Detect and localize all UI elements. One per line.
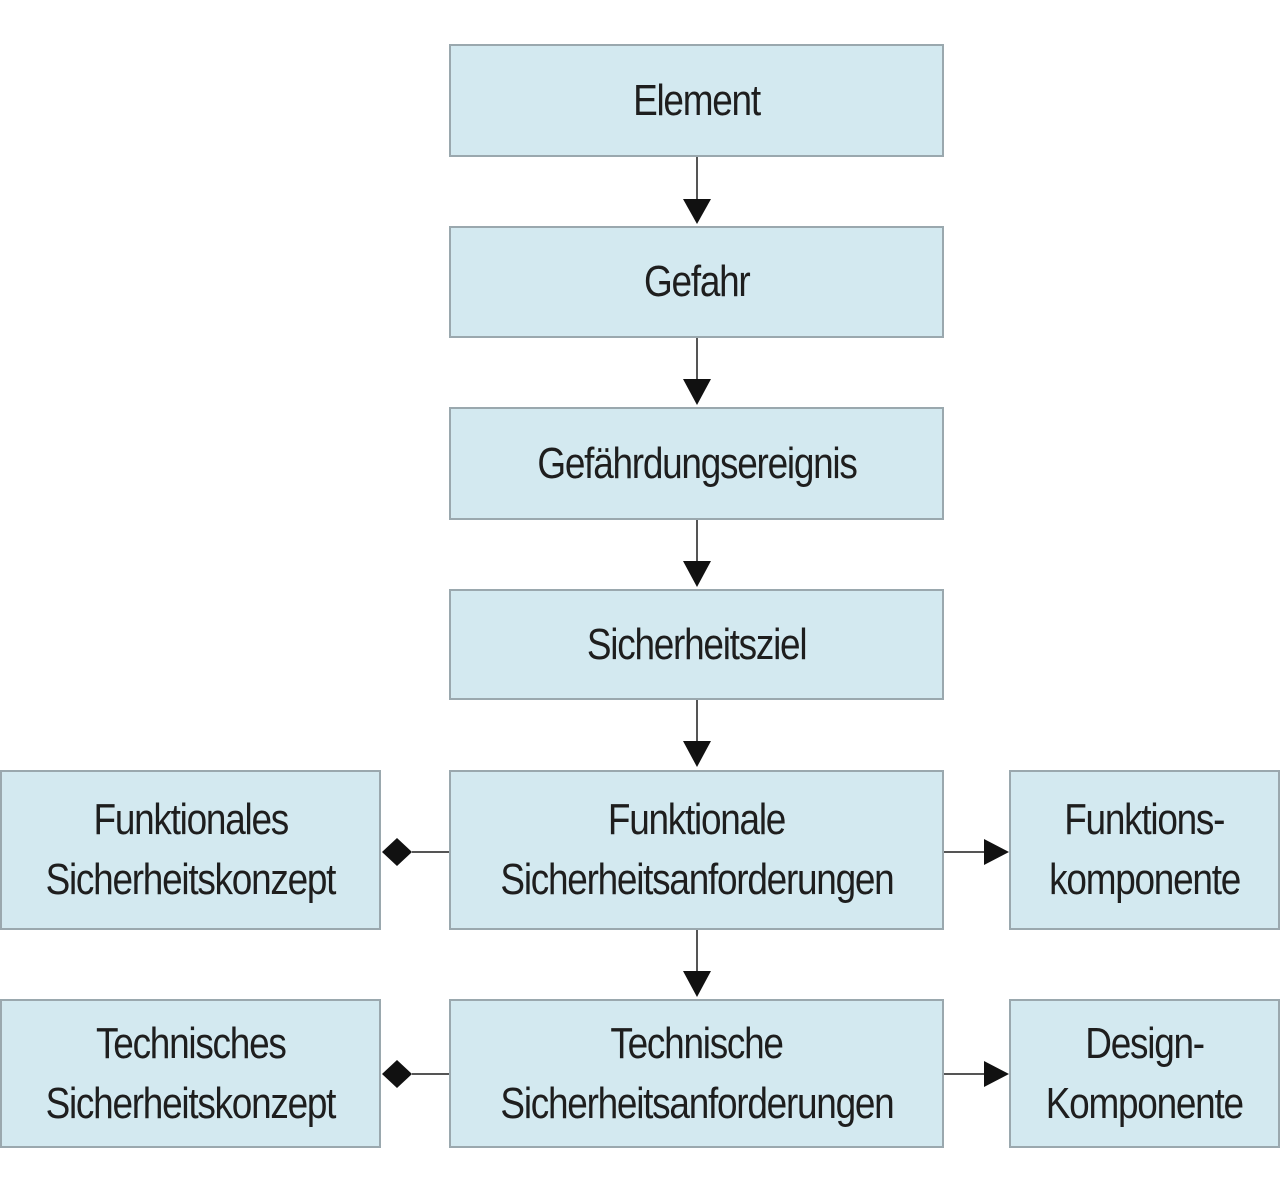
node-funktionale-sicherheitsanforderungen-line-1: Funktionale bbox=[607, 795, 786, 844]
edge-element-gefahr bbox=[683, 157, 711, 224]
arrowhead-icon bbox=[984, 839, 1009, 865]
edge-sicherheitsziel-funktionale-anforderungen bbox=[683, 700, 711, 767]
node-technische-sicherheitsanforderungen-line-2: Sicherheitsanforderungen bbox=[499, 1078, 894, 1128]
diamond-icon bbox=[382, 838, 412, 866]
node-gefaehrdungsereignis: Gefährdungsereignis bbox=[449, 407, 944, 520]
node-funktionales-sicherheitskonzept-line-2: Sicherheitskonzept bbox=[45, 855, 337, 904]
node-technisches-sicherheitskonzept-line-2: Sicherheitskonzept bbox=[45, 1078, 337, 1128]
edge-funktionales-konzept-aggregation bbox=[382, 838, 449, 866]
edge-gefahr-gefaehrdungsereignis bbox=[683, 338, 711, 405]
node-design-komponente-line-2: Komponente bbox=[1045, 1078, 1244, 1128]
node-gefaehrdungsereignis-label: Gefährdungsereignis bbox=[536, 438, 857, 488]
node-funktionskomponente-line-1: Funktions- bbox=[1064, 795, 1226, 844]
node-sicherheitsziel: Sicherheitsziel bbox=[449, 589, 944, 700]
edge-funktionale-technische-anforderungen bbox=[683, 930, 711, 997]
arrowhead-icon bbox=[683, 561, 711, 587]
edge-funktionale-anforderungen-funktionskomponente bbox=[944, 839, 1009, 865]
diamond-icon bbox=[382, 1060, 412, 1088]
arrowhead-icon bbox=[683, 199, 711, 224]
node-funktionskomponente-line-2: komponente bbox=[1049, 855, 1241, 904]
arrowhead-icon bbox=[683, 971, 711, 997]
node-gefahr-label: Gefahr bbox=[643, 257, 751, 306]
node-design-komponente-line-1: Design- bbox=[1085, 1018, 1205, 1068]
edge-technisches-konzept-aggregation bbox=[382, 1060, 449, 1088]
node-funktionale-sicherheitsanforderungen-line-2: Sicherheitsanforderungen bbox=[499, 855, 894, 904]
edge-technische-anforderungen-design-komponente bbox=[944, 1061, 1009, 1087]
edge-gefaehrdungsereignis-sicherheitsziel bbox=[683, 520, 711, 587]
arrowhead-icon bbox=[984, 1061, 1009, 1087]
node-element: Element bbox=[449, 44, 944, 157]
node-element-label: Element bbox=[633, 75, 761, 125]
node-technisches-sicherheitskonzept-line-1: Technisches bbox=[95, 1018, 287, 1068]
node-gefahr: Gefahr bbox=[449, 226, 944, 338]
node-funktionales-sicherheitskonzept: Funktionales Sicherheitskonzept bbox=[0, 770, 381, 930]
node-funktionales-sicherheitskonzept-line-1: Funktionales bbox=[93, 795, 289, 844]
node-technische-sicherheitsanforderungen-line-1: Technische bbox=[610, 1018, 784, 1068]
node-technisches-sicherheitskonzept: Technisches Sicherheitskonzept bbox=[0, 999, 381, 1148]
node-funktionskomponente: Funktions- komponente bbox=[1009, 770, 1280, 930]
arrowhead-icon bbox=[683, 741, 711, 767]
arrowhead-icon bbox=[683, 379, 711, 405]
node-sicherheitsziel-label: Sicherheitsziel bbox=[586, 619, 808, 669]
node-technische-sicherheitsanforderungen: Technische Sicherheitsanforderungen bbox=[449, 999, 944, 1148]
node-funktionale-sicherheitsanforderungen: Funktionale Sicherheitsanforderungen bbox=[449, 770, 944, 930]
node-design-komponente: Design- Komponente bbox=[1009, 999, 1280, 1148]
